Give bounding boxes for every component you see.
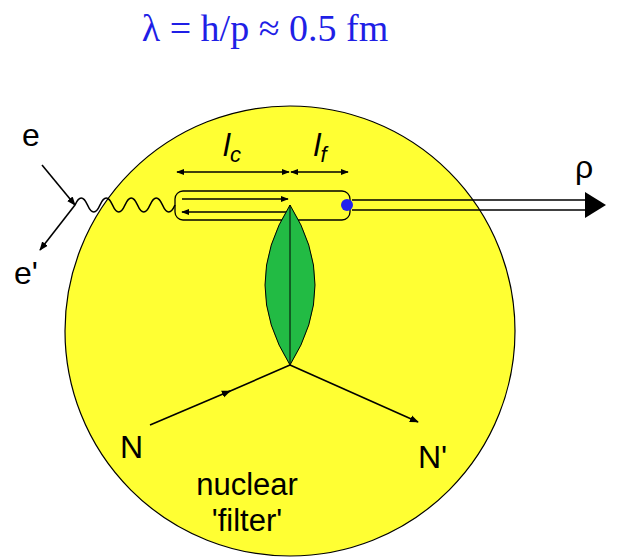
length-arrow	[291, 171, 348, 172]
meson-label: ρ	[575, 150, 593, 185]
nucleon-label: N'	[418, 440, 447, 475]
tube-arrow	[182, 198, 288, 199]
lens-axis	[290, 205, 291, 365]
rho-arrowhead	[585, 192, 606, 218]
nucleus-circle: nuclear 'filter'	[64, 105, 516, 557]
rho-line	[352, 209, 588, 210]
outgoing-electron	[40, 205, 75, 250]
length-label: lf	[313, 128, 326, 167]
formula-title: λ = h/p ≈ 0.5 fm	[142, 6, 388, 50]
electron-label: e'	[14, 256, 38, 291]
length-label: lc	[223, 128, 241, 167]
tube-arrow	[182, 211, 288, 212]
nucleon-label: N	[120, 430, 143, 465]
length-arrow	[177, 171, 289, 172]
rho-line	[352, 199, 588, 200]
electron-label: e	[22, 118, 40, 153]
incoming-electron	[42, 165, 75, 205]
formation-dot	[341, 199, 353, 211]
nucleus-shape	[65, 106, 515, 556]
region-label: nuclear 'filter'	[172, 467, 322, 538]
